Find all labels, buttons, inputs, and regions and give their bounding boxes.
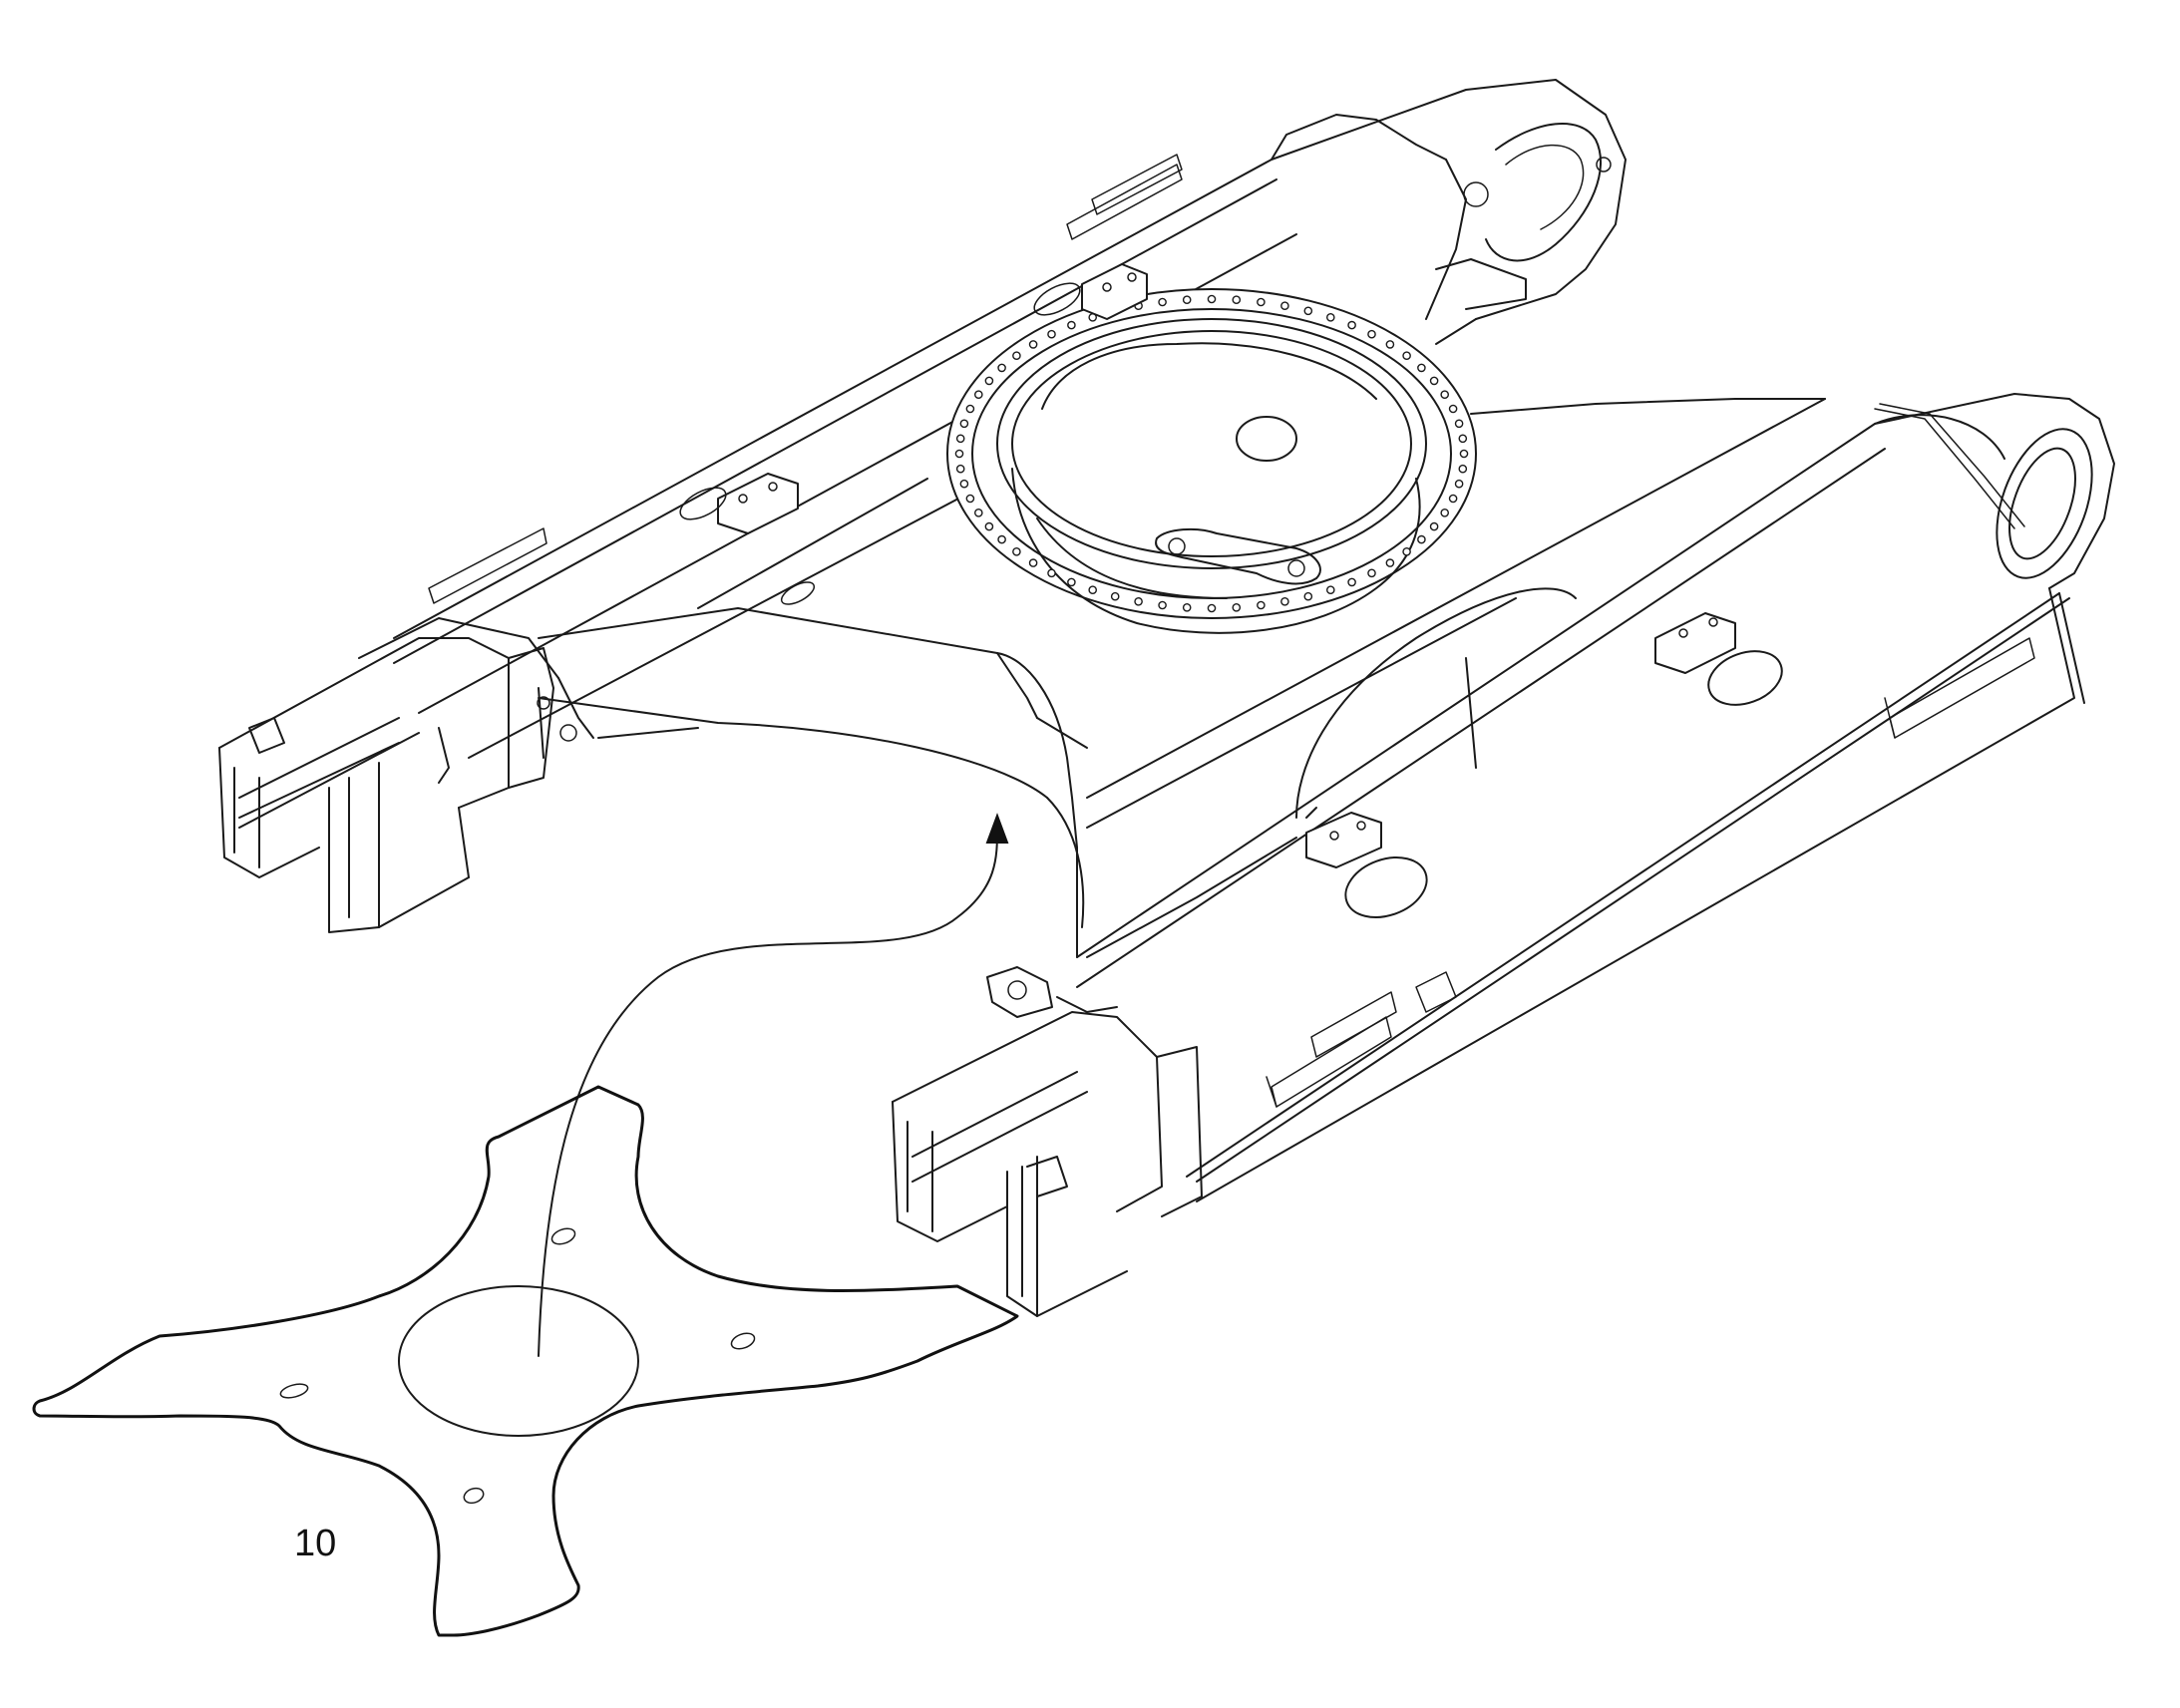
bolt-hole: [1158, 600, 1167, 610]
bolt-hole: [1454, 479, 1464, 489]
bolt-hole: [1454, 419, 1464, 429]
bolt-hole: [1012, 351, 1021, 361]
bolt-hole: [1232, 295, 1242, 305]
bolt-hole: [1047, 568, 1056, 578]
bolt-hole: [1326, 312, 1335, 322]
slewing-ring-bolt-holes: [954, 294, 1469, 613]
bolt-hole: [1067, 577, 1076, 587]
bolt-hole: [1440, 390, 1449, 400]
bolt-hole: [1232, 603, 1242, 612]
bolt-hole: [954, 449, 964, 459]
bolt-hole: [1448, 494, 1458, 504]
bolt-hole: [974, 508, 983, 517]
bolt-hole: [1402, 351, 1411, 361]
access-holes: [679, 282, 1783, 1013]
bolt-hole: [1458, 464, 1468, 474]
bolt-hole: [1429, 376, 1439, 386]
bolt-hole: [1385, 340, 1395, 349]
bolt-hole: [997, 534, 1006, 544]
part-10-plate: [32, 1085, 1019, 1637]
bolt-hole: [1047, 329, 1056, 339]
bolt-hole: [955, 464, 965, 474]
bolt-hole: [1012, 547, 1021, 556]
bolt-hole: [984, 376, 994, 386]
part-callout-10: 10: [294, 1523, 336, 1564]
assembly-arrow: [538, 813, 1009, 1357]
bolt-hole: [1134, 597, 1143, 606]
bolt-hole: [1448, 404, 1458, 414]
bolt-hole: [965, 494, 975, 504]
undercarriage-frame: [218, 79, 2115, 1357]
bolt-hole: [955, 434, 965, 444]
bolt-hole: [974, 390, 983, 400]
bolt-hole: [997, 363, 1006, 373]
right-front-mount: [892, 966, 1203, 1317]
toothed-rails: [428, 154, 2035, 1108]
bolt-hole: [984, 521, 994, 531]
bolt-hole: [1367, 568, 1376, 578]
bolt-hole: [1417, 534, 1426, 544]
bolt-hole: [1326, 585, 1335, 595]
bolt-hole: [1182, 295, 1192, 305]
bolt-hole: [1110, 591, 1120, 601]
bolt-hole: [1402, 547, 1411, 556]
bolt-hole: [1347, 320, 1356, 330]
bolt-hole: [1367, 329, 1376, 339]
mounting-blocks: [717, 263, 1736, 868]
bolt-hole: [1303, 306, 1313, 316]
bolt-hole: [1158, 297, 1167, 307]
bolt-hole: [1088, 585, 1097, 595]
bolt-hole: [1440, 508, 1449, 517]
bolt-hole: [1257, 297, 1266, 307]
bolt-hole: [1458, 434, 1468, 444]
bolt-hole: [1385, 558, 1395, 567]
bolt-hole: [1182, 603, 1192, 612]
right-track-frame-beam: [1076, 393, 2115, 1202]
bolt-hole: [1257, 600, 1266, 610]
bolt-hole: [1207, 603, 1217, 613]
bolt-hole: [1429, 521, 1439, 531]
bolt-hole: [1303, 591, 1313, 601]
bolt-hole: [965, 404, 975, 414]
slewing-ring: [946, 288, 1477, 634]
bolt-hole: [1207, 294, 1217, 304]
bolt-hole: [1280, 301, 1289, 311]
bolt-hole: [1067, 320, 1076, 330]
bolt-hole: [1347, 577, 1356, 587]
bolt-hole: [959, 419, 969, 429]
bolt-hole: [959, 479, 969, 489]
center-body: [538, 398, 1826, 958]
bolt-hole: [1028, 340, 1038, 349]
left-front-mount: [218, 617, 699, 933]
bolt-hole: [1028, 558, 1038, 567]
bolt-hole: [1280, 597, 1289, 606]
bolt-hole: [1459, 449, 1469, 459]
bolt-hole: [1417, 363, 1426, 373]
